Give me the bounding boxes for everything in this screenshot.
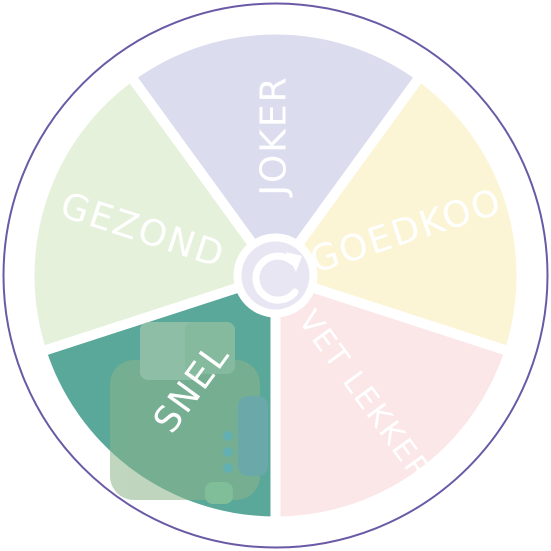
- spin-button[interactable]: [233, 233, 318, 318]
- wheel-segment-gezond[interactable]: [24, 71, 281, 357]
- wheel-segment-joker[interactable]: [125, 24, 426, 281]
- wheel-segment-vet-lekker[interactable]: [270, 270, 515, 527]
- wheel-segment-goedkoop[interactable]: [270, 71, 527, 357]
- refresh-icon: [252, 252, 302, 304]
- wheel-label-joker: JOKER: [254, 75, 295, 197]
- toaster-illustration: [110, 322, 268, 504]
